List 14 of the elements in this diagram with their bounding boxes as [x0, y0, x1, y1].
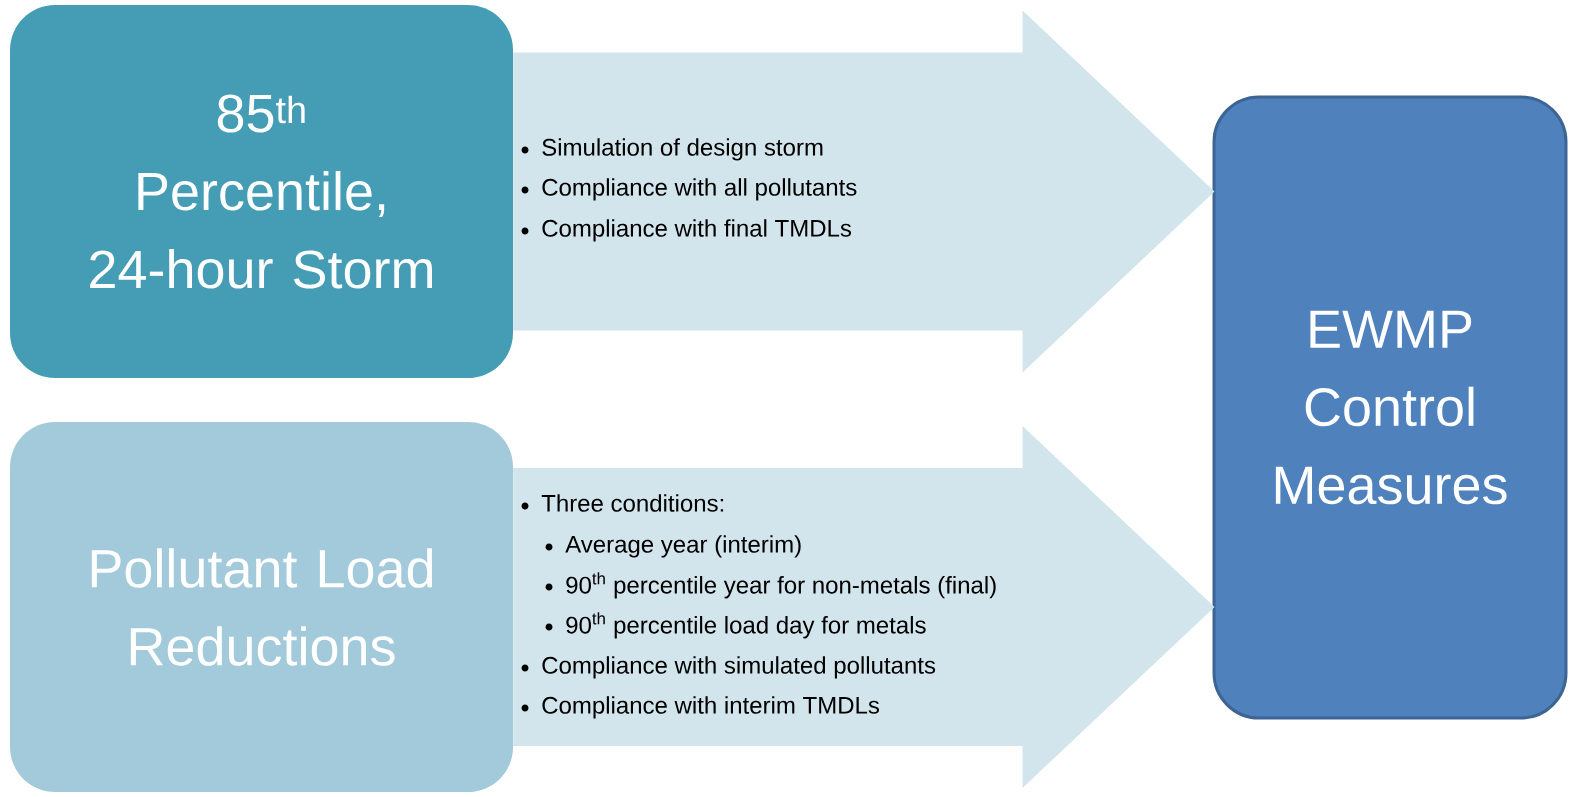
bullet-item: Three conditions: [521, 494, 724, 512]
bullet-item: Compliance with interim TMDLs [521, 696, 880, 719]
bullet-item: Compliance with all pollutants [521, 178, 857, 201]
bullet-item: Average year (interim) [545, 535, 801, 558]
bullet-item: Compliance with final TMDLs [521, 219, 852, 242]
process-box: 85$^{th}$ Percentile, 24-hour Storm [10, 5, 513, 378]
bullet-item: 90$^{th}$ percentile year for non-metals (final) [545, 572, 996, 599]
block-arrow [513, 10, 1215, 373]
bullet-item: Compliance with simulated pollutants [521, 656, 936, 679]
bullet-item: Simulation of design storm [521, 138, 823, 161]
process-box: Pollutant Load Reductions [10, 422, 513, 792]
block-arrow [513, 426, 1215, 788]
process-box: EWMP Control Measures [1212, 95, 1568, 720]
bullet-item: 90$^{th}$ percentile load day for metals [545, 612, 926, 639]
